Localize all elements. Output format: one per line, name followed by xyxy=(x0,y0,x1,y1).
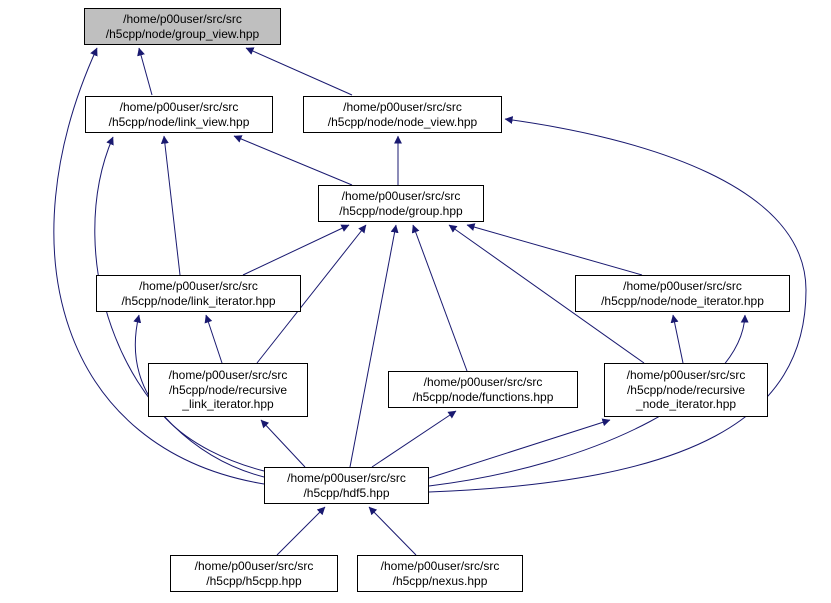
graph-node-link-iterator-hpp[interactable]: /home/p00user/src/src /h5cpp/node/link_i… xyxy=(96,275,301,312)
node-label-line: /home/p00user/src/src xyxy=(343,100,462,114)
edge-recursive_link_iterator-to-group xyxy=(256,224,367,364)
node-label-line: /home/p00user/src/src xyxy=(287,471,406,485)
node-label-line: /home/p00user/src/src xyxy=(123,12,242,26)
edge-hdf5-to-node_iterator xyxy=(428,314,749,487)
node-label-line: /home/p00user/src/src xyxy=(139,279,258,293)
edge-hdf5-to-node_view xyxy=(428,116,807,493)
edge-node_iterator-to-group xyxy=(466,223,643,276)
node-label-line: /h5cpp/node/group_view.hpp xyxy=(105,26,260,41)
edge-group-to-link_view xyxy=(233,135,353,186)
node-label-line: /h5cpp/nexus.hpp xyxy=(392,573,488,588)
graph-node-group-view-hpp[interactable]: /home/p00user/src/src /h5cpp/node/group_… xyxy=(84,8,281,45)
edge-hdf5-to-recursive_node_iterator xyxy=(428,418,611,479)
node-label-line: /h5cpp/node/node_view.hpp xyxy=(327,114,478,129)
graph-node-nexus-hpp[interactable]: /home/p00user/src/src /h5cpp/nexus.hpp xyxy=(357,555,523,592)
node-label-line: /h5cpp/node/link_iterator.hpp xyxy=(121,293,276,308)
edge-link_view-to-group_view xyxy=(137,47,153,96)
node-label-line: /home/p00user/src/src xyxy=(194,559,314,573)
graph-node-hdf5-hpp[interactable]: /home/p00user/src/src /h5cpp/hdf5.hpp xyxy=(264,467,429,504)
graph-node-recursive-link-iterator-hpp[interactable]: /home/p00user/src/src /h5cpp/node/recurs… xyxy=(148,363,308,417)
graph-node-node-iterator-hpp[interactable]: /home/p00user/src/src /h5cpp/node/node_i… xyxy=(575,275,790,312)
edge-recursive_link_iterator-to-link_iterator xyxy=(204,314,223,364)
node-label-line: /h5cpp/node/node_iterator.hpp xyxy=(601,293,764,308)
node-label-line: /home/p00user/src/src xyxy=(623,279,742,293)
node-label-line: /home/p00user/src/src xyxy=(380,559,500,573)
node-label-line: /home/p00user/src/src xyxy=(423,375,543,389)
node-label-line: /home/p00user/src/src xyxy=(341,189,461,203)
edge-hdf5-to-functions xyxy=(371,410,457,468)
edge-h5cpp-to-hdf5 xyxy=(276,506,326,556)
node-label-line: /h5cpp/hdf5.hpp xyxy=(303,485,390,500)
node-label-line: /h5cpp/node/recursive xyxy=(626,382,746,397)
node-label-line: /h5cpp/node/link_view.hpp xyxy=(108,114,250,129)
edge-link_iterator-to-group xyxy=(242,224,350,276)
node-label-line: /home/p00user/src/src xyxy=(119,100,239,114)
edge-hdf5-to-link_iterator xyxy=(133,314,265,472)
edge-hdf5-to-recursive_link_iterator xyxy=(260,419,306,468)
edge-hdf5-to-group_view xyxy=(53,47,265,485)
node-label-line: /h5cpp/node/group.hpp xyxy=(339,203,463,218)
edge-nexus-to-hdf5 xyxy=(368,506,417,556)
graph-node-link-view-hpp[interactable]: /home/p00user/src/src /h5cpp/node/link_v… xyxy=(85,96,273,133)
edge-link_iterator-to-link_view xyxy=(160,135,181,276)
graph-node-h5cpp-hpp[interactable]: /home/p00user/src/src /h5cpp/h5cpp.hpp xyxy=(170,555,338,592)
node-label-line: /h5cpp/h5cpp.hpp xyxy=(206,573,302,588)
graph-node-recursive-node-iterator-hpp[interactable]: /home/p00user/src/src /h5cpp/node/recurs… xyxy=(604,363,768,417)
edge-recursive_node_iterator-to-group xyxy=(448,224,645,364)
node-label-line: _node_iterator.hpp xyxy=(635,397,737,412)
node-label-line: /h5cpp/node/recursive xyxy=(168,382,288,397)
edge-hdf5-to-link_view xyxy=(94,136,265,478)
graph-node-node-view-hpp[interactable]: /home/p00user/src/src /h5cpp/node/node_v… xyxy=(303,96,502,133)
edge-recursive_node_iterator-to-node_iterator xyxy=(670,314,684,364)
edge-functions-to-group xyxy=(411,224,468,372)
node-label-line: /home/p00user/src/src xyxy=(168,368,288,383)
node-label-line: /h5cpp/node/functions.hpp xyxy=(412,389,554,404)
node-label-line: _link_iterator.hpp xyxy=(182,397,274,412)
edge-node_view-to-group_view xyxy=(245,47,353,96)
graph-node-group-hpp[interactable]: /home/p00user/src/src /h5cpp/node/group.… xyxy=(318,185,484,222)
graph-node-functions-hpp[interactable]: /home/p00user/src/src /h5cpp/node/functi… xyxy=(388,371,578,408)
edge-hdf5-to-group xyxy=(349,224,399,468)
node-label-line: /home/p00user/src/src xyxy=(626,368,746,383)
